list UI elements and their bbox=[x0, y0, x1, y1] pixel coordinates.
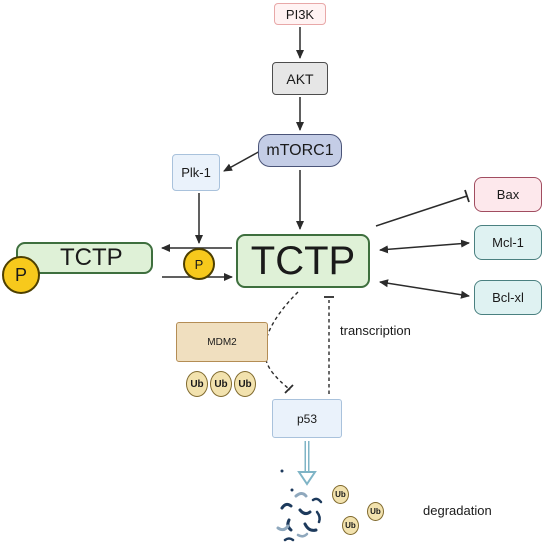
akt-node: AKT bbox=[272, 62, 328, 95]
degradation-arrow bbox=[297, 441, 317, 486]
ubiquitin-free-1: Ub bbox=[332, 485, 349, 504]
phosphate-group-small: P bbox=[183, 248, 215, 280]
inhibit-bar-p53 bbox=[284, 384, 294, 394]
mcl1-node: Mcl-1 bbox=[474, 225, 542, 260]
arrow-tctp-mcl1 bbox=[379, 239, 470, 254]
ubiquitin-chain-2: Ub bbox=[210, 371, 232, 397]
ubiquitin-free-3: Ub bbox=[342, 516, 359, 535]
plk1-node: Plk-1 bbox=[172, 154, 220, 191]
mtorc1-node: mTORC1 bbox=[258, 134, 342, 167]
mdm2-node: MDM2 bbox=[176, 322, 268, 362]
degradation-label: degradation bbox=[423, 503, 492, 518]
dashed-tctp-mdm2-p53 bbox=[264, 291, 299, 391]
phosphate-group-large: P bbox=[2, 256, 40, 294]
ubiquitin-chain-3: Ub bbox=[234, 371, 256, 397]
degraded-protein-fragments bbox=[276, 469, 323, 542]
bax-node: Bax bbox=[474, 177, 542, 212]
tctp-main-node: TCTP bbox=[236, 234, 370, 288]
arrow-tctp-bclxl bbox=[379, 279, 470, 299]
inhibit-tctp-bax bbox=[375, 195, 468, 227]
pi3k-node: PI3K bbox=[274, 3, 326, 25]
ubiquitin-free-2: Ub bbox=[367, 502, 384, 521]
bclxl-node: Bcl-xl bbox=[474, 280, 542, 315]
ubiquitin-chain-1: Ub bbox=[186, 371, 208, 397]
inhibit-bar-bax bbox=[464, 189, 470, 203]
arrow-mtorc1-plk1 bbox=[223, 149, 263, 172]
p53-node: p53 bbox=[272, 399, 342, 438]
transcription-label: transcription bbox=[340, 323, 411, 338]
